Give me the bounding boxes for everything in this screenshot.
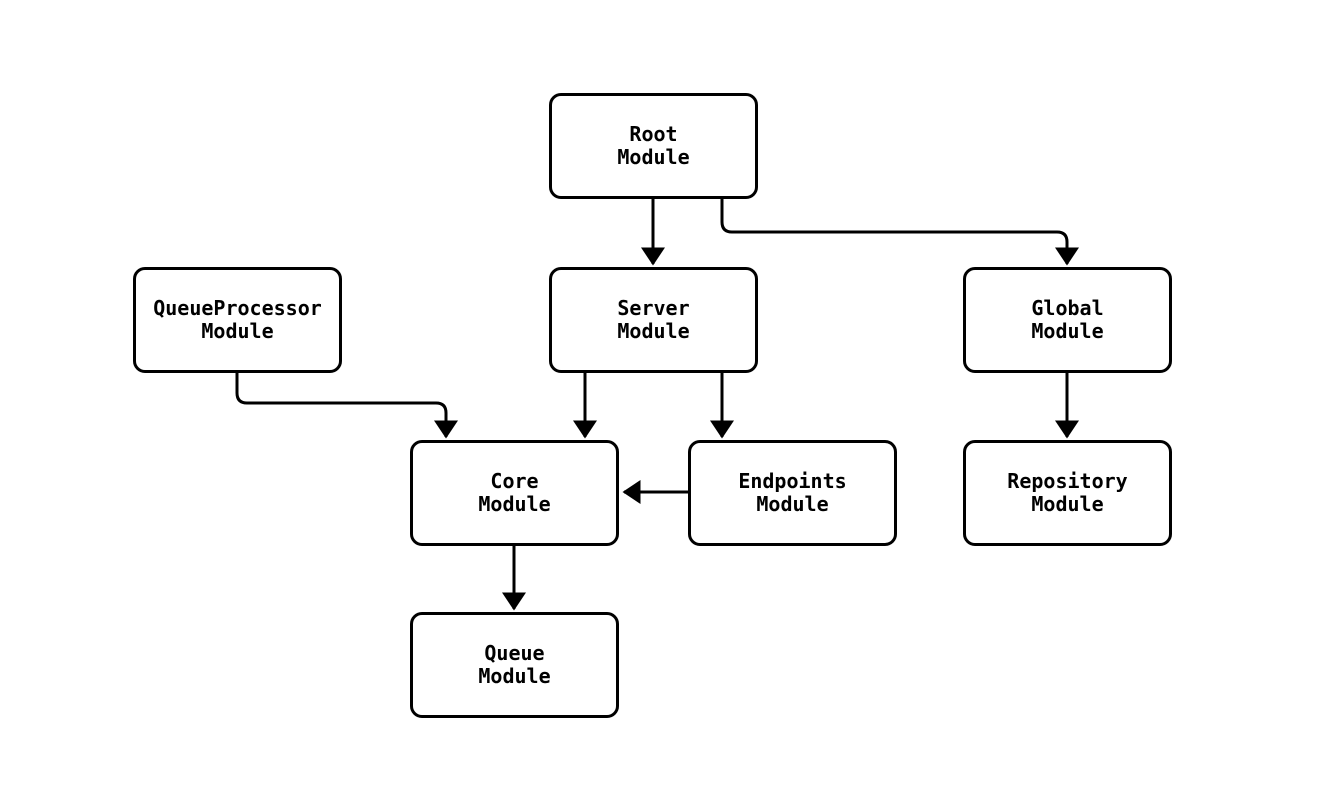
node-queue-module: Queue Module bbox=[410, 612, 619, 718]
edge-root-to-global bbox=[720, 199, 1079, 266]
node-endpoints-module: Endpoints Module bbox=[688, 440, 897, 546]
node-label: Endpoints bbox=[738, 469, 847, 493]
node-sublabel: Module bbox=[756, 492, 829, 516]
node-sublabel: Module bbox=[617, 319, 690, 343]
node-sublabel: Module bbox=[617, 145, 690, 169]
node-sublabel: Module bbox=[478, 664, 551, 688]
node-server-module: Server Module bbox=[549, 267, 758, 373]
node-sublabel: Module bbox=[478, 492, 551, 516]
edge-queueprocessor-to-core bbox=[235, 373, 458, 439]
node-repository-module: Repository Module bbox=[963, 440, 1172, 546]
node-label: Queue bbox=[484, 641, 545, 665]
node-label: QueueProcessor bbox=[153, 296, 322, 320]
node-global-module: Global Module bbox=[963, 267, 1172, 373]
node-sublabel: Module bbox=[201, 319, 274, 343]
node-label: Server bbox=[617, 296, 690, 320]
node-root-module: Root Module bbox=[549, 93, 758, 199]
node-label: Repository bbox=[1007, 469, 1128, 493]
node-core-module: Core Module bbox=[410, 440, 619, 546]
node-label: Core bbox=[490, 469, 539, 493]
node-label: Global bbox=[1031, 296, 1104, 320]
node-label: Root bbox=[629, 122, 678, 146]
node-sublabel: Module bbox=[1031, 492, 1104, 516]
node-sublabel: Module bbox=[1031, 319, 1104, 343]
node-queueprocessor-module: QueueProcessor Module bbox=[133, 267, 342, 373]
